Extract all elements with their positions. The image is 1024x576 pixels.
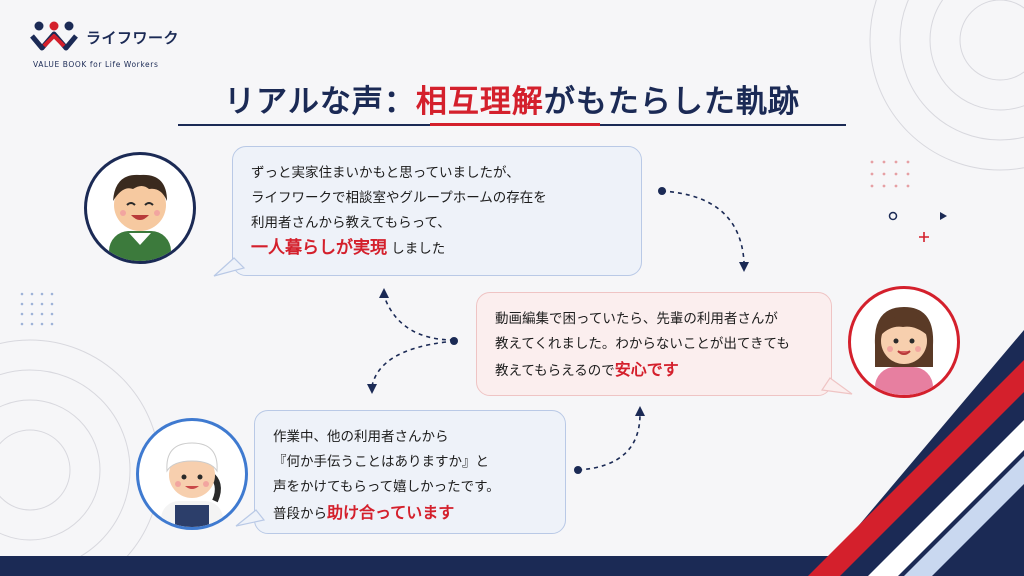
testimonial-3-emphasis: 助け合っています (327, 503, 455, 522)
boy-avatar (84, 152, 196, 264)
worker-avatar (136, 418, 248, 530)
woman-avatar-icon (874, 307, 934, 395)
boy-avatar-icon (109, 174, 171, 261)
testimonial-2-line-3: 教えてもらえるので安心です (495, 357, 813, 384)
testimonial-bubble-1: ずっと実家住まいかもと思っていましたが、 ライフワークで相談室やグループホームの… (232, 146, 642, 276)
logo-mark-icon (30, 21, 78, 51)
testimonial-2-emphasis: 安心です (614, 360, 679, 379)
testimonial-1-tail: しました (391, 241, 446, 257)
testimonial-1-line-2: ライフワークで相談室やグループホームの存在を (251, 190, 547, 206)
woman-avatar (848, 286, 960, 398)
brand-name: ライフワーク (86, 29, 180, 47)
testimonial-3-line-4: 普段から助け合っています (273, 500, 547, 527)
testimonial-bubble-3: 作業中、他の利用者さんから 『何か手伝うことはありますか』と 声をかけてもらって… (254, 410, 566, 534)
worker-avatar-icon (161, 442, 223, 527)
testimonial-2-line-1: 動画編集で困っていたら、先輩の利用者さんが (495, 311, 778, 327)
page-title: リアルな声：相互理解がもたらした軌跡 (0, 76, 1024, 121)
testimonial-3-line-3: 声をかけてもらって嬉しかったです。 (273, 479, 500, 495)
testimonial-3-line-1: 作業中、他の利用者さんから (273, 429, 449, 445)
testimonial-1-emphasis: 一人暮らしが実現 (251, 238, 387, 258)
testimonial-3-last-prefix: 普段から (273, 506, 327, 522)
testimonial-1-line-1: ずっと実家住まいかもと思っていましたが、 (251, 165, 520, 181)
testimonial-bubble-2: 動画編集で困っていたら、先輩の利用者さんが 教えてくれました。わからないことが出… (476, 292, 832, 396)
brand-tagline: VALUE BOOK for Life Workers (33, 60, 159, 69)
testimonial-2-line-2: 教えてくれました。わからないことが出てきても (495, 336, 790, 352)
testimonial-1-line-3: 利用者さんから教えてもらって、 (251, 215, 451, 231)
title-suffix: がもたらした軌跡 (543, 84, 800, 120)
title-underline-accent (430, 123, 600, 126)
title-highlight: 相互理解 (415, 84, 544, 120)
testimonial-1-line-4: 一人暮らしが実現 しました (251, 236, 623, 262)
title-prefix: リアルな声： (224, 84, 416, 120)
testimonial-3-line-2: 『何か手伝うことはありますか』と (273, 454, 489, 470)
testimonial-2-last-prefix: 教えてもらえるので (495, 363, 615, 379)
